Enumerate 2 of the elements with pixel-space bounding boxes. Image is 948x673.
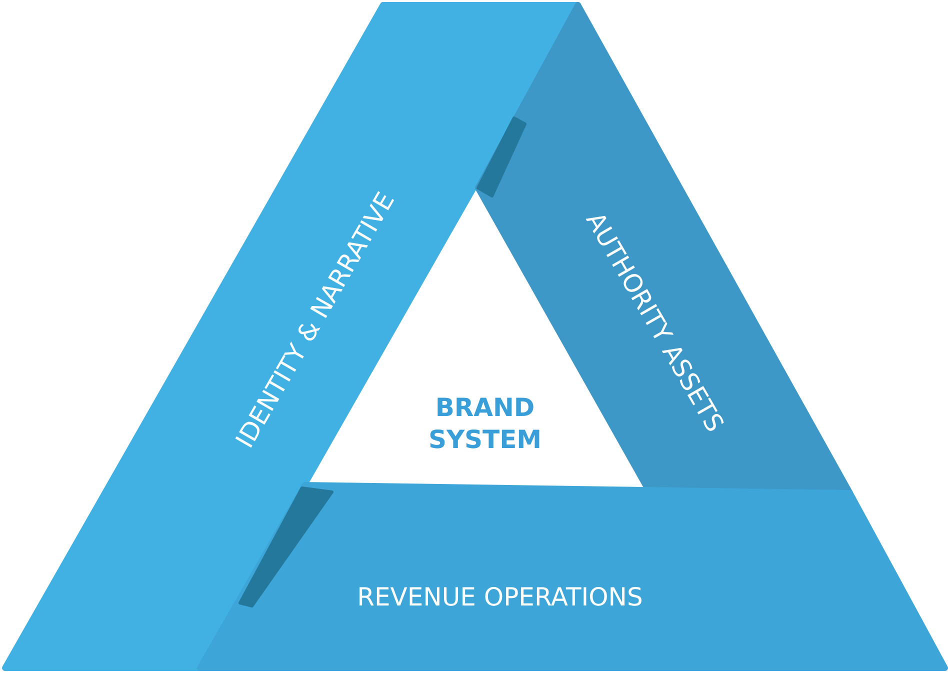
band-label: REVENUE OPERATIONS xyxy=(357,582,643,612)
center-title: BRAND SYSTEM xyxy=(427,392,543,456)
